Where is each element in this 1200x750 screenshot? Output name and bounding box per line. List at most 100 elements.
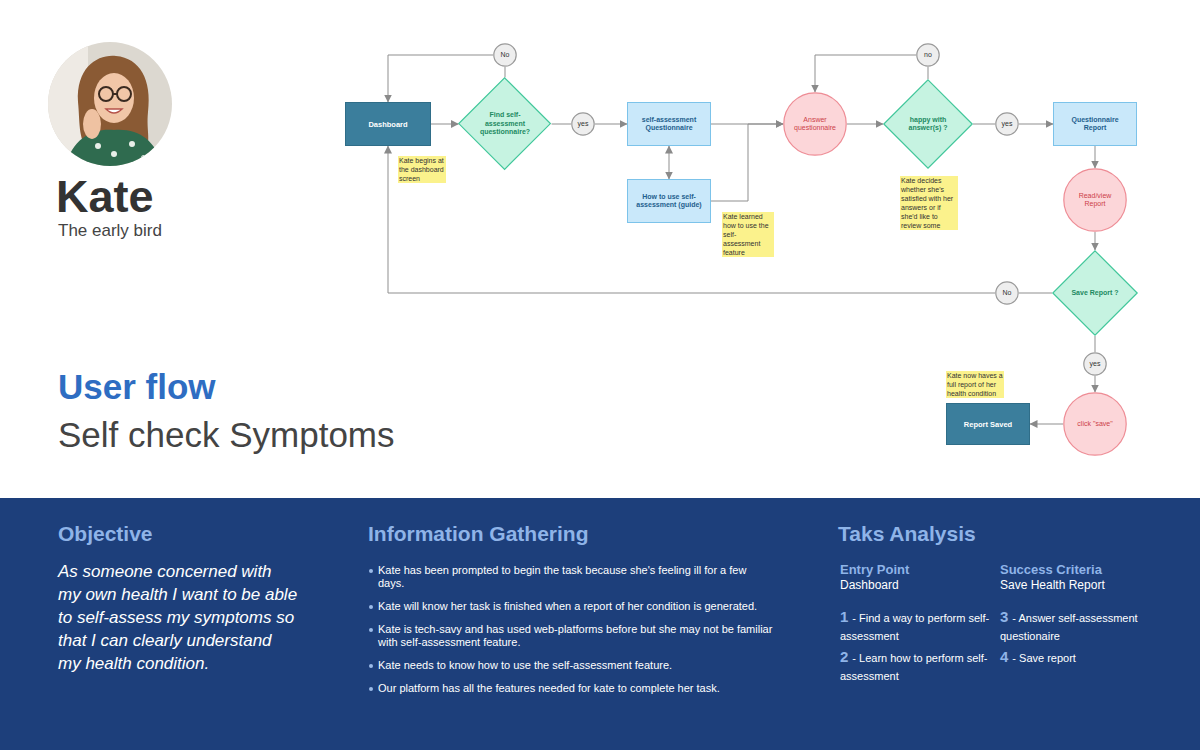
flow-connector (1095, 376, 1096, 392)
node-text: happy with answer(s) ? (898, 116, 958, 133)
flow-connector (711, 124, 783, 201)
text-group: Entry PointDashboard (840, 562, 990, 592)
step-text: - Answer self-assessment questionaire (1000, 612, 1138, 642)
text-stack: Questionnaire Report (1060, 116, 1130, 133)
text-group: Taks Analysis (838, 522, 976, 546)
answer-circle: no (916, 43, 940, 67)
text-stack: Answer questionnaire (789, 116, 841, 133)
action-circle: Answer questionnaire (783, 92, 847, 156)
text-stack: No (501, 51, 510, 59)
node-text: self-assessment Questionnaire (634, 116, 704, 133)
text-stack: self-assessment Questionnaire (634, 116, 704, 133)
panel-heading: Taks Analysis (838, 522, 976, 546)
process-box: Questionnaire Report (1053, 102, 1137, 146)
answer-circle: No (995, 281, 1019, 305)
node-text: Report Saved (964, 420, 1012, 429)
text-stack: Read/view Report (1069, 192, 1121, 209)
bullet-item: Kate needs to know how to use the self-a… (378, 659, 773, 672)
diamond-path (459, 78, 551, 170)
persona-photo (48, 42, 172, 166)
sticky-note: Kate learned how to use the self-assessm… (722, 212, 774, 257)
circle-path (572, 113, 594, 135)
screen-box: Dashboard (345, 102, 431, 146)
field-value: Save Health Report (1000, 578, 1180, 592)
persona-tagline: The early bird (58, 222, 162, 241)
flow-connector (1095, 232, 1096, 250)
diamond-path (884, 80, 972, 168)
panel-heading: Information Gathering (368, 522, 589, 546)
flow-connector (505, 67, 506, 77)
node-text: Save Report ? (1071, 289, 1118, 297)
text-group: 4 - Save report (1000, 648, 1165, 666)
node-text: yes (578, 120, 589, 128)
flow-connector (1095, 336, 1096, 352)
circle-path (494, 44, 516, 66)
diamond-path (1053, 251, 1137, 335)
circle-path (1064, 393, 1126, 455)
decision-diamond: happy with answer(s) ? (883, 79, 973, 169)
step-text: - Learn how to perform self-assessment (840, 652, 987, 682)
text-group: Success CriteriaSave Health Report (1000, 562, 1180, 592)
text-group: As someone concerned with my own health … (58, 560, 298, 675)
answer-circle: yes (995, 112, 1019, 136)
text-stack: Report Saved (964, 420, 1012, 429)
field-label: Success Criteria (1000, 562, 1180, 577)
process-box: self-assessment Questionnaire (627, 102, 711, 146)
node-text: Find self-assessment questionnaire? (475, 111, 535, 136)
action-circle: Read/view Report (1063, 168, 1127, 232)
flow-connector (669, 146, 670, 179)
step-text: - Save report (1012, 652, 1076, 664)
circle-path (1064, 169, 1126, 231)
decision-diamond: Save Report ? (1052, 250, 1138, 336)
step-number: 3 (1000, 608, 1008, 625)
sticky-note: Kate now haves a full report of her heal… (946, 371, 1004, 398)
sticky-note: Kate begins at the dashboard screen (398, 156, 446, 183)
node-text: no (924, 51, 932, 59)
flow-connector (815, 55, 916, 92)
answer-circle: yes (1083, 352, 1107, 376)
action-circle: click "save" (1063, 392, 1127, 456)
node-text: No (501, 51, 510, 59)
flow-connector (847, 124, 883, 125)
flow-connector (1019, 293, 1052, 294)
step-number: 4 (1000, 648, 1008, 665)
bullet-item: Our platform has all the features needed… (378, 682, 773, 695)
text-group: 2- Learn how to perform self-assessment (840, 648, 990, 684)
text-stack: no (924, 51, 932, 59)
field-label: Entry Point (840, 562, 990, 577)
circle-path (996, 113, 1018, 135)
node-text: click "save" (1077, 420, 1112, 428)
text-stack: How to use self-assessment (guide) (634, 193, 704, 210)
node-text: No (1003, 289, 1012, 297)
flow-connector (388, 146, 995, 293)
text-group: Kate has been prompted to begin the task… (378, 564, 773, 705)
flow-connector (973, 124, 995, 125)
text-stack: yes (1002, 120, 1013, 128)
text-group: 1- Find a way to perform self-assessment (840, 608, 990, 644)
step-text: - Find a way to perform self-assessment (840, 612, 989, 642)
node-text: Questionnaire Report (1060, 116, 1130, 133)
node-text: yes (1090, 360, 1101, 368)
text-stack: happy with answer(s) ? (898, 116, 958, 133)
flow-connector (595, 124, 627, 125)
panel-heading: Objective (58, 522, 153, 546)
flow-connector (552, 124, 571, 125)
text-stack: click "save" (1077, 420, 1112, 428)
circle-path (917, 44, 939, 66)
node-text: Read/view Report (1069, 192, 1121, 209)
node-text: Dashboard (368, 120, 407, 129)
text-stack: Dashboard (368, 120, 407, 129)
circle-path (784, 93, 846, 155)
node-text: How to use self-assessment (guide) (634, 193, 704, 210)
node-text: yes (1002, 120, 1013, 128)
field-value: Dashboard (840, 578, 990, 592)
step-number: 2 (840, 648, 848, 665)
process-box: How to use self-assessment (guide) (627, 179, 711, 223)
bullet-item: Kate will know her task is finished when… (378, 600, 773, 613)
answer-circle: yes (571, 112, 595, 136)
text-stack: yes (1090, 360, 1101, 368)
flow-connector (1030, 424, 1063, 425)
text-stack: Find self-assessment questionnaire? (475, 111, 535, 136)
text-stack: Save Report ? (1071, 289, 1118, 297)
